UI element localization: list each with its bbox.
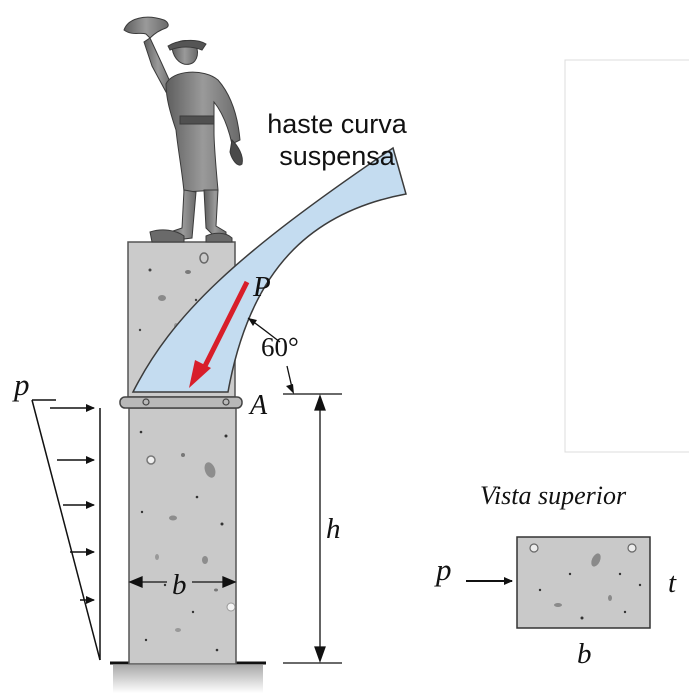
- top-view-load-label: p: [434, 552, 452, 587]
- load-label-p: p: [12, 367, 30, 402]
- statue-figure: [123, 16, 243, 243]
- point-label-a: A: [248, 390, 268, 421]
- angle-label: 60°: [261, 332, 299, 362]
- height-label-h: h: [326, 513, 341, 545]
- width-label-b: b: [172, 569, 187, 601]
- angle-leader-head: [248, 318, 257, 326]
- thickness-label-t: t: [668, 567, 677, 599]
- cap-plate: [119, 396, 243, 409]
- callout-line-2: suspensa: [279, 141, 396, 171]
- angle-tick-head: [286, 384, 294, 394]
- top-view-width-label: b: [577, 638, 592, 670]
- callout-line-1: haste curva: [267, 109, 408, 139]
- ground-base: [110, 661, 266, 693]
- lower-column: [128, 407, 237, 665]
- width-dimension: [128, 576, 237, 588]
- curved-rod: [131, 146, 407, 393]
- top-view-section: [516, 536, 651, 629]
- force-label-p: P: [252, 271, 271, 303]
- background-panel: [564, 59, 689, 453]
- height-dimension: [283, 393, 342, 664]
- top-view-title: Vista superior: [480, 481, 627, 510]
- distributed-load: [31, 399, 101, 661]
- force-arrow-p: [189, 280, 250, 388]
